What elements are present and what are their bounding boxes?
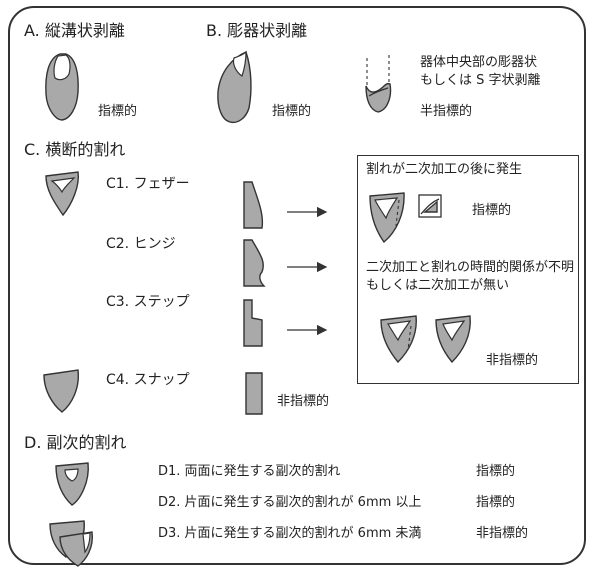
d2-label: 指標的 [476,495,516,510]
box-case1-text: 割れが二次加工の後に発生 [366,162,523,177]
section-b-variant-line2: もしくは S 字状剥離 [420,73,541,88]
box-case2-line2: もしくは二次加工が無い [366,278,510,293]
section-c-title: C. 横断的割れ [24,140,126,159]
section-a-label: 指標的 [98,104,138,119]
cross-section-inset [418,194,442,218]
section-d-title: D. 副次的割れ [24,433,127,452]
section-a-title: A. 縦溝状剥離 [24,21,125,40]
snap-label: C4. スナップ [106,372,190,388]
d1-text: D1. 両面に発生する副次的割れ [158,464,341,479]
hinge-fracture-figure [243,239,266,287]
step-fracture-figure [243,299,263,347]
box-case2-line1: 二次加工と割れの時間的関係が不明 [366,260,575,275]
d2-text: D2. 片面に発生する副次的割れが 6mm 以上 [158,495,422,510]
section-b-variant-line1: 器体中央部の彫器状 [420,55,538,70]
fracture-after-retouch-figure [369,192,405,244]
feather-label: C1. フェザー [106,176,190,192]
uncertain-order-figure-2 [435,315,471,364]
box-case2-label: 非指標的 [486,353,539,368]
d3-label: 非指標的 [476,526,529,541]
bifacial-secondary-fracture-figure [55,462,89,506]
transverse-fracture-figure [45,171,79,217]
hinge-label: C2. ヒンジ [106,236,176,252]
d3-text: D3. 片面に発生する副次的割れが 6mm 未満 [158,526,422,541]
section-b-label: 指標的 [272,104,312,119]
s-shaped-removal-figure [365,55,392,113]
diagram-frame [8,6,586,565]
fracture-timing-box [357,155,579,384]
section-b-variant-label: 半指標的 [420,104,473,119]
feather-fracture-figure [243,181,264,229]
snap-result-label: 非指標的 [277,394,330,409]
step-label: C3. ステップ [106,294,190,310]
d1-label: 指標的 [476,464,516,479]
box-case1-label: 指標的 [472,203,512,218]
snap-fracture-profile [245,372,263,415]
section-b-title: B. 彫器状剥離 [206,21,308,40]
burin-spall-figure [45,53,79,121]
burin-like-figure [217,50,252,124]
snap-fracture-figure [43,369,79,413]
unifacial-under-6mm-figure [59,531,93,567]
uncertain-order-figure-1 [380,315,417,364]
